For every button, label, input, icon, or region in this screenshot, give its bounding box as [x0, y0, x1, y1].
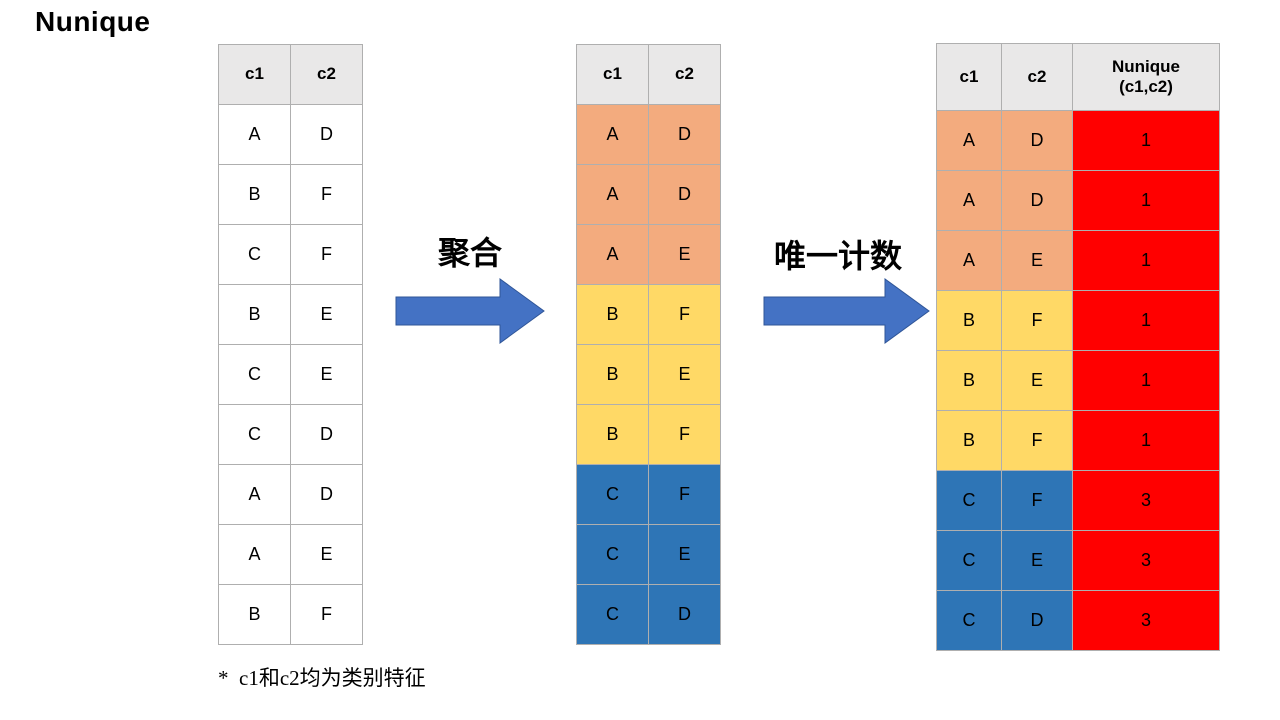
- table-cell: C: [937, 591, 1001, 650]
- column-header: c1: [219, 45, 290, 104]
- table-cell: A: [577, 225, 648, 284]
- table-cell: E: [649, 525, 720, 584]
- table-cell: 3: [1073, 531, 1219, 590]
- table-cell: C: [219, 345, 290, 404]
- page-title: Nunique: [35, 6, 151, 37]
- table-cell: F: [649, 285, 720, 344]
- column-header: c2: [291, 45, 362, 104]
- table-cell: C: [219, 225, 290, 284]
- table-cell: E: [291, 285, 362, 344]
- table-cell: A: [577, 105, 648, 164]
- table-cell: B: [577, 285, 648, 344]
- table-cell: F: [291, 165, 362, 224]
- table-cell: D: [291, 405, 362, 464]
- table-cell: E: [1002, 351, 1072, 410]
- table-cell: D: [649, 165, 720, 224]
- table-cell: C: [577, 465, 648, 524]
- table-cell: A: [577, 165, 648, 224]
- table-cell: D: [291, 465, 362, 524]
- table-cell: F: [1002, 291, 1072, 350]
- table-cell: B: [219, 285, 290, 344]
- table-cell: B: [219, 585, 290, 644]
- table-cell: B: [937, 291, 1001, 350]
- table-cell: F: [1002, 411, 1072, 470]
- table-cell: F: [291, 585, 362, 644]
- table-cell: 1: [1073, 111, 1219, 170]
- table-cell: 1: [1073, 351, 1219, 410]
- table-cell: A: [937, 171, 1001, 230]
- table-cell: A: [219, 525, 290, 584]
- table-cell: D: [1002, 111, 1072, 170]
- table-cell: B: [577, 405, 648, 464]
- table-cell: F: [1002, 471, 1072, 530]
- table-cell: 3: [1073, 591, 1219, 650]
- column-header: c1: [577, 45, 648, 104]
- table-cell: 1: [1073, 171, 1219, 230]
- table-cell: F: [291, 225, 362, 284]
- column-header: c1: [937, 44, 1001, 110]
- table-cell: A: [937, 111, 1001, 170]
- table-cell: A: [219, 465, 290, 524]
- table-cell: A: [937, 231, 1001, 290]
- table-cell: B: [937, 411, 1001, 470]
- table-cell: D: [649, 585, 720, 644]
- table-cell: C: [219, 405, 290, 464]
- table-cell: 1: [1073, 231, 1219, 290]
- table-cell: D: [1002, 171, 1072, 230]
- table-cell: C: [577, 585, 648, 644]
- table-cell: E: [649, 225, 720, 284]
- table-cell: E: [291, 345, 362, 404]
- footnote: * c1和c2均为类别特征: [218, 666, 426, 690]
- column-header: c2: [649, 45, 720, 104]
- aggregate-arrow-label: 聚合: [437, 235, 502, 271]
- table-cell: F: [649, 465, 720, 524]
- table-cell: E: [649, 345, 720, 404]
- unique-count-arrow-label: 唯一计数: [773, 238, 902, 274]
- table-cell: B: [577, 345, 648, 404]
- table-cell: B: [937, 351, 1001, 410]
- table-cell: D: [291, 105, 362, 164]
- arrow-right-icon: [763, 278, 930, 344]
- table-cell: E: [1002, 231, 1072, 290]
- table-cell: E: [291, 525, 362, 584]
- column-header: Nunique (c1,c2): [1073, 44, 1219, 110]
- table-cell: C: [577, 525, 648, 584]
- arrow-right-icon: [395, 278, 545, 344]
- table-cell: 1: [1073, 291, 1219, 350]
- table-cell: A: [219, 105, 290, 164]
- table-cell: C: [937, 471, 1001, 530]
- table-cell: E: [1002, 531, 1072, 590]
- table-cell: B: [219, 165, 290, 224]
- table-cell: 1: [1073, 411, 1219, 470]
- table-cell: C: [937, 531, 1001, 590]
- table-cell: D: [1002, 591, 1072, 650]
- table-cell: F: [649, 405, 720, 464]
- column-header: c2: [1002, 44, 1072, 110]
- table-cell: D: [649, 105, 720, 164]
- table-cell: 3: [1073, 471, 1219, 530]
